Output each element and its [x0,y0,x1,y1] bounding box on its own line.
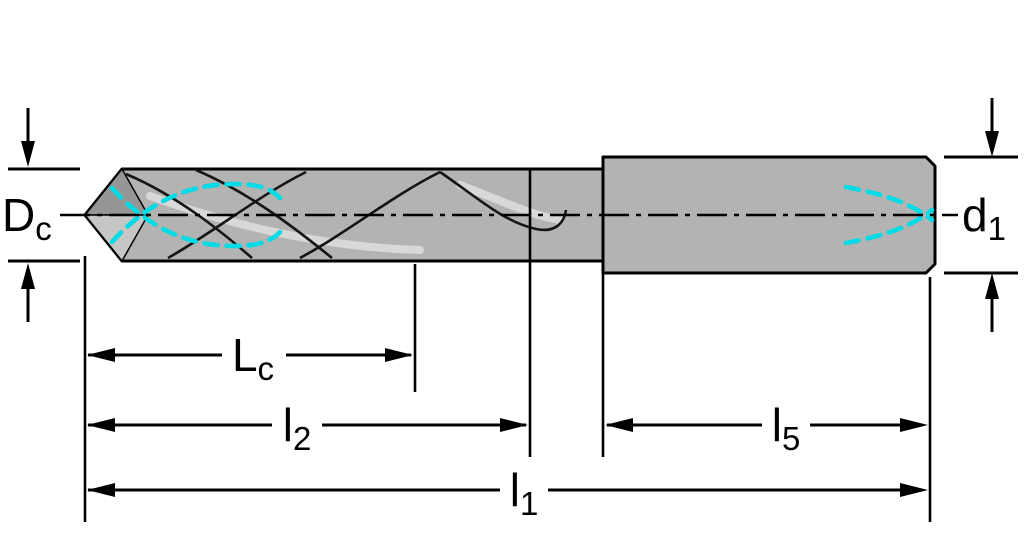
coolant-channel-shank-b [843,207,935,246]
l5-label: l5 [772,399,801,457]
dimension-l2: l2 [87,169,532,457]
l5-arrowhead-left [605,418,633,432]
dc-arrowhead-top [21,141,35,167]
lc-arrowhead-right [385,348,413,362]
l2-arrowhead-right [500,418,528,432]
dimension-dc: Dc [2,108,80,322]
l2-arrowhead-left [87,418,115,432]
dimension-d1: d1 [944,98,1018,332]
l5-arrowhead-right [900,418,928,432]
flute-runout-edge [439,170,568,232]
l1-label: l1 [510,464,539,522]
lc-label: Lc [232,329,274,387]
l1-arrowhead-left [87,483,115,497]
dimension-l5: l5 [601,273,928,457]
l2-label: l2 [283,399,312,457]
flute-edge-2 [195,168,333,260]
d1-label: d1 [962,189,1006,247]
drill-drawing [60,155,958,275]
dimension-lc: Lc [87,264,417,392]
l1-arrowhead-right [900,483,928,497]
lc-arrowhead-left [87,348,115,362]
coolant-channel-tip-a [109,181,283,245]
d1-arrowhead-top [985,131,999,157]
dimension-l1: l1 [83,256,932,522]
coolant-channel-tip-b [109,185,283,249]
dc-arrowhead-bottom [21,263,35,289]
dc-label: Dc [2,189,52,247]
d1-arrowhead-bottom [985,273,999,299]
flute-highlight-2 [456,181,564,224]
coolant-channel-shank-a [843,184,935,223]
